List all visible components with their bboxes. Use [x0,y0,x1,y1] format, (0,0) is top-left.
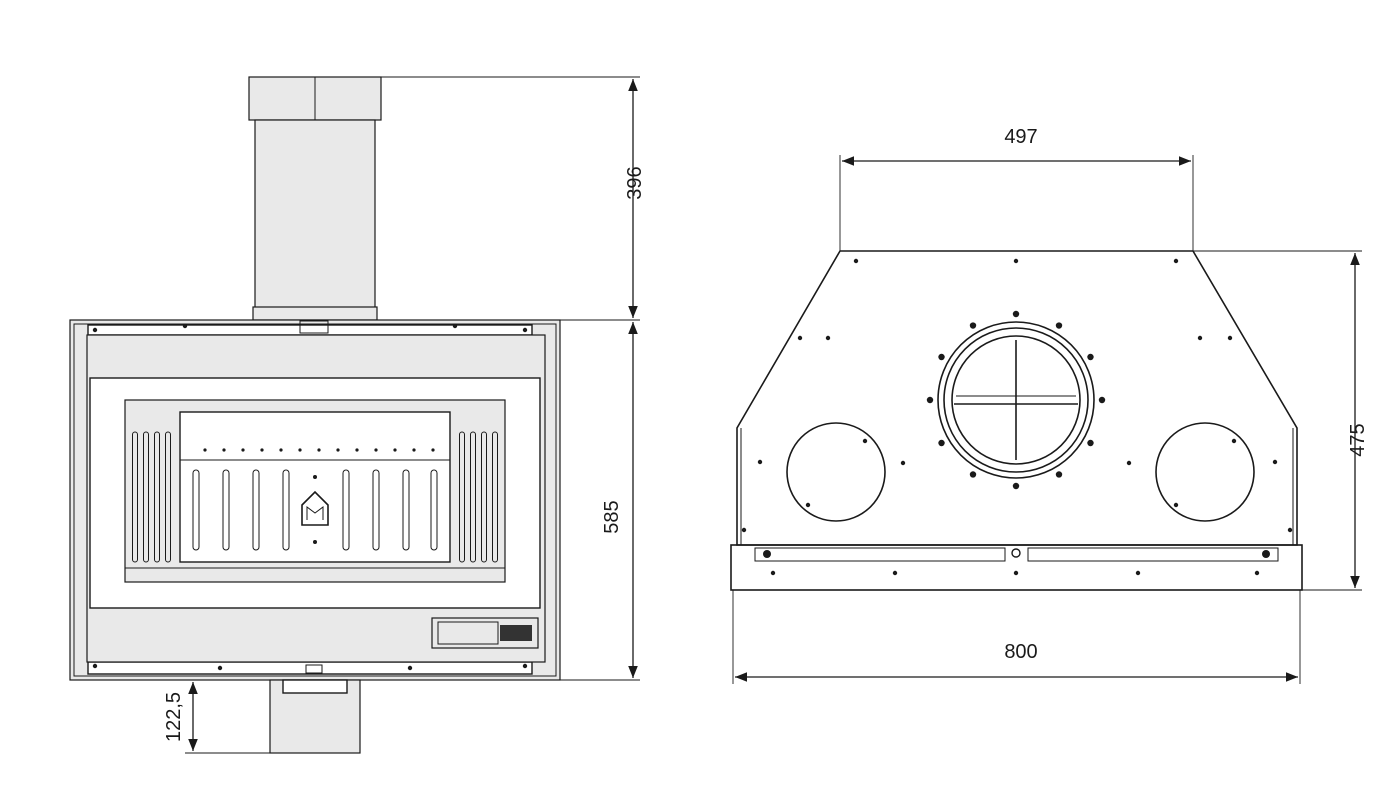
screw [1135,570,1141,576]
flange-bolt [1098,396,1106,404]
dim-label-height: 475 [1347,423,1369,456]
vent-hole [355,448,359,452]
slot [372,469,380,551]
flange-bolt [1055,471,1063,478]
screw [741,527,747,533]
rib [143,431,149,563]
screw [92,663,98,669]
vent-hole [222,448,226,452]
flange-bolt [938,439,945,447]
dim-label-top-width: 497 [1004,126,1037,148]
brand-logo-icon [301,490,329,526]
air-inlet-left [786,422,886,522]
bottom-strip [87,661,533,675]
flange-bolt [969,322,977,329]
screw [1231,438,1237,444]
flange-bolt [1012,482,1020,490]
flue-collar [248,76,382,121]
dim-label-flue-height: 396 [624,166,646,199]
front-view: 396 585 122,5 [69,76,646,754]
bottom-rail [730,544,1303,591]
slot [252,469,260,551]
screw [805,502,811,508]
screw [1013,258,1019,264]
slot [222,469,230,551]
frame-screws [92,323,528,671]
screw [1173,258,1179,264]
dim-label-base-height: 122,5 [163,692,185,742]
rib [459,431,465,563]
air-inlet-right [1155,422,1255,522]
screw [452,323,458,329]
rear-view: 497 475 800 [730,126,1369,684]
vent-hole [298,448,302,452]
vent-hole [431,448,435,452]
screw [522,663,528,669]
screw [757,459,763,465]
flue-outlet [937,321,1095,479]
firebox-slots [192,448,438,551]
flange-bolt [969,471,977,478]
flange-bolt [1012,310,1020,318]
screw [182,323,188,329]
flange-bolt [1087,353,1094,361]
vent-hole [374,448,378,452]
slot [282,469,290,551]
screw [900,460,906,466]
screw [1272,459,1278,465]
screw [1287,527,1293,533]
rear-housing [736,250,1298,546]
rib [481,431,487,563]
housing-screws [741,258,1293,576]
rib [165,431,171,563]
vent-hole [279,448,283,452]
vent-hole [393,448,397,452]
screw [797,335,803,341]
flue-pipe [254,119,376,309]
slot [402,469,410,551]
screw [892,570,898,576]
screw [217,665,223,671]
rib [154,431,160,563]
side-ribs [132,431,498,563]
vent-hole [260,448,264,452]
screw [1126,460,1132,466]
slot [342,469,350,551]
screw [92,327,98,333]
flue-base [252,306,378,321]
screw [407,665,413,671]
flange-bolt [1087,439,1094,447]
screw [522,327,528,333]
control-panel [431,617,539,649]
screw [853,258,859,264]
rib [470,431,476,563]
flange-bolt [1055,322,1063,329]
screw [1227,335,1233,341]
flange-bolt [938,353,945,361]
vent-hole [412,448,416,452]
screw [1254,570,1260,576]
flange-bolt [926,396,934,404]
rib [132,431,138,563]
vent-hole [336,448,340,452]
rib [492,431,498,563]
screw [862,438,868,444]
screw [770,570,776,576]
firebox-back [179,411,451,563]
dim-label-total-width: 800 [1004,641,1037,663]
vent-hole [241,448,245,452]
vent-hole [203,448,207,452]
screw [1197,335,1203,341]
dim-label-body-height: 585 [601,500,623,533]
vent-hole [317,448,321,452]
screw [1173,502,1179,508]
slot [192,469,200,551]
screw [825,335,831,341]
screw [1013,570,1019,576]
slot [430,469,438,551]
